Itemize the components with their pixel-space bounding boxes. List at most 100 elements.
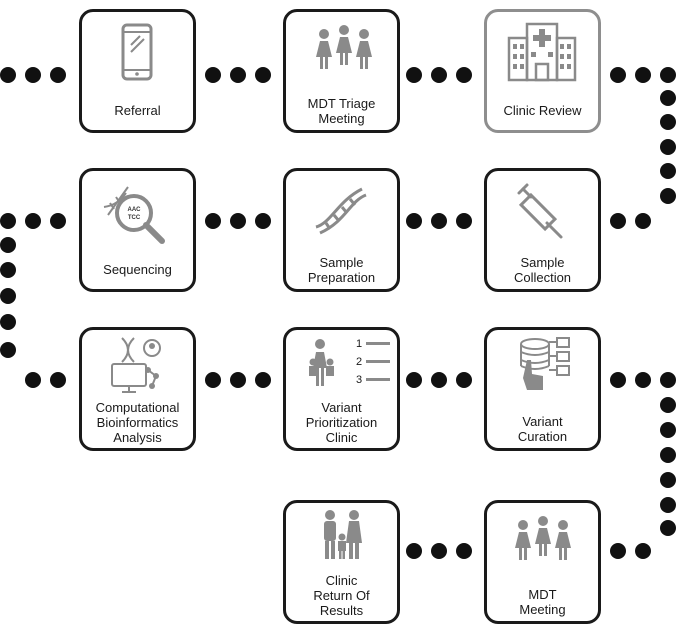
connector-dot: [205, 372, 221, 388]
dna-magnifier-icon: AAC TCC: [103, 186, 165, 244]
connector-dot: [255, 372, 271, 388]
step-label: Sequencing: [103, 262, 172, 277]
connector-dot: [610, 543, 626, 559]
step-label-line-1: MDT: [528, 587, 557, 602]
connector-dot: [25, 213, 41, 229]
step-mdt-triage-meeting: MDT Triage Meeting: [283, 9, 400, 133]
step-label-line-3: Clinic: [325, 430, 358, 445]
connector-dot: [456, 372, 472, 388]
dna-helix-icon: [315, 187, 367, 235]
connector-dot: [431, 213, 447, 229]
connector-dot: [406, 543, 422, 559]
step-label-line-2: Meeting: [519, 602, 566, 617]
connector-dot: [0, 67, 16, 83]
magnifier-text-1: AAC: [128, 207, 142, 213]
connector-dot: [610, 213, 626, 229]
connector-dot: [406, 213, 422, 229]
step-label-line-1: MDT Triage: [307, 96, 376, 111]
group-icon: [515, 516, 571, 560]
connector-dot: [660, 422, 676, 438]
hospital-icon: [507, 22, 577, 82]
connector-dot: [660, 114, 676, 130]
step-label-line-1: Variant: [522, 414, 563, 429]
connector-dot: [406, 372, 422, 388]
connector-dot: [660, 372, 676, 388]
step-referral: Referral: [79, 9, 196, 133]
connector-dot: [50, 213, 66, 229]
connector-dot: [660, 472, 676, 488]
family-icon: [324, 510, 362, 559]
step-label-line-2: Curation: [517, 429, 568, 444]
step-label-line-2: Collection: [513, 270, 572, 285]
step-label-line-2: Bioinformatics: [96, 415, 179, 430]
connector-dot: [230, 213, 246, 229]
connector-dot: [0, 213, 16, 229]
connector-dot: [610, 372, 626, 388]
connector-dot: [0, 288, 16, 304]
step-label-line-1: Sample: [319, 255, 364, 270]
step-label-line-3: Analysis: [113, 430, 162, 445]
database-hand-icon: [520, 337, 570, 390]
connector-dot: [456, 543, 472, 559]
step-sequencing: AAC TCC Sequencing: [79, 168, 196, 292]
connector-dot: [50, 67, 66, 83]
connector-dot: [610, 67, 626, 83]
connector-dot: [25, 67, 41, 83]
bioinformatics-computer-icon: [111, 337, 161, 393]
step-sample-preparation: Sample Preparation: [283, 168, 400, 292]
step-mdt-meeting: MDT Meeting: [484, 500, 601, 624]
connector-dot: [230, 372, 246, 388]
connector-dot: [660, 188, 676, 204]
connector-dot: [255, 67, 271, 83]
rank-2: 2: [356, 356, 362, 368]
connector-dot: [50, 372, 66, 388]
connector-dot: [456, 213, 472, 229]
connector-dot: [205, 213, 221, 229]
syringe-icon: [517, 183, 563, 239]
connector-dot: [660, 447, 676, 463]
step-label-line-1: Computational: [95, 400, 180, 415]
connector-dot: [660, 163, 676, 179]
step-label-line-2: Return Of: [313, 588, 370, 603]
connector-dot: [635, 543, 651, 559]
step-label-line-2: Preparation: [307, 270, 376, 285]
step-clinic-return-of-results: Clinic Return Of Results: [283, 500, 400, 624]
connector-dot: [25, 372, 41, 388]
rank-3: 3: [356, 374, 362, 386]
connector-dot: [431, 67, 447, 83]
connector-dot: [0, 342, 16, 358]
step-label-line-1: Sample: [520, 255, 565, 270]
step-label-line-1: Clinic: [325, 573, 358, 588]
connector-dot: [660, 139, 676, 155]
step-computational-bioinformatics-analysis: Computational Bioinformatics Analysis: [79, 327, 196, 451]
connector-dot: [635, 213, 651, 229]
connector-dot: [660, 497, 676, 513]
connector-dot: [230, 67, 246, 83]
step-label-line-2: Prioritization: [305, 415, 378, 430]
connector-dot: [205, 67, 221, 83]
step-label: Clinic Review: [503, 103, 582, 118]
connector-dot: [456, 67, 472, 83]
step-variant-curation: Variant Curation: [484, 327, 601, 451]
connector-dot: [255, 213, 271, 229]
connector-dot: [660, 67, 676, 83]
step-label-line-2: Meeting: [318, 111, 365, 126]
connector-dot: [635, 67, 651, 83]
connector-dot: [406, 67, 422, 83]
step-label-line-3: Results: [319, 603, 364, 618]
step-label-line-1: Variant: [321, 400, 362, 415]
step-variant-prioritization-clinic: 1 2 3 Variant Prioritization Clinic: [283, 327, 400, 451]
family-ranked-list-icon: 1 2 3: [309, 338, 390, 386]
connector-dot: [660, 520, 676, 536]
smartphone-icon: [121, 23, 153, 81]
connector-dot: [0, 314, 16, 330]
step-sample-collection: Sample Collection: [484, 168, 601, 292]
connector-dot: [0, 262, 16, 278]
group-icon: [316, 25, 372, 69]
connector-dot: [0, 237, 16, 253]
connector-dot: [660, 90, 676, 106]
connector-dot: [635, 372, 651, 388]
connector-dot: [431, 543, 447, 559]
step-clinic-review: Clinic Review: [484, 9, 601, 133]
